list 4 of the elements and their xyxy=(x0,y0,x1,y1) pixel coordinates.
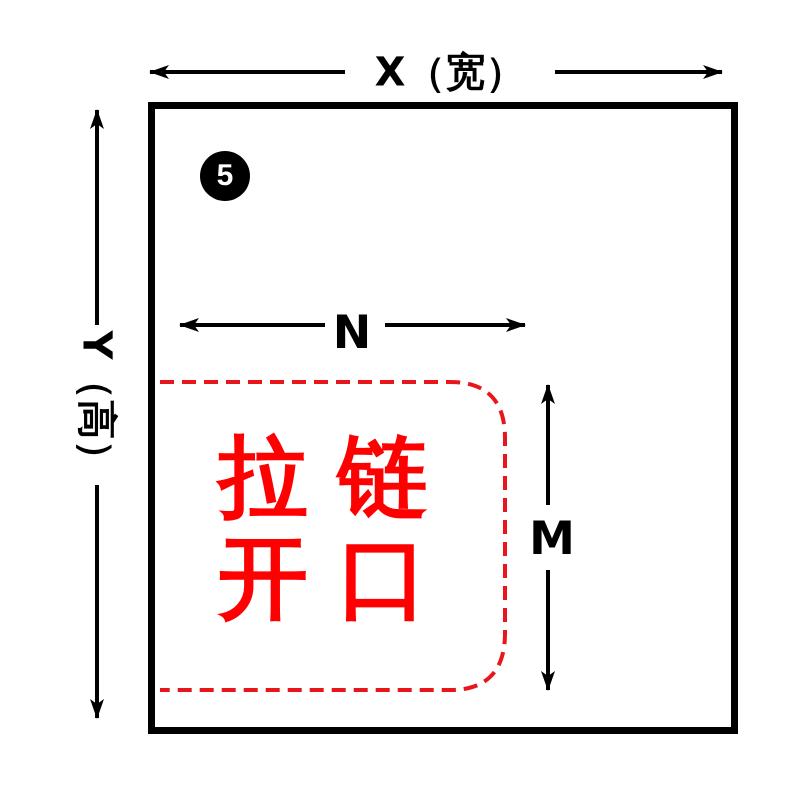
number-badge: 5 xyxy=(200,151,250,201)
zipper-opening-area xyxy=(160,378,510,694)
area-label: 拉链开口 xyxy=(218,426,458,630)
bag-outline xyxy=(148,102,738,734)
